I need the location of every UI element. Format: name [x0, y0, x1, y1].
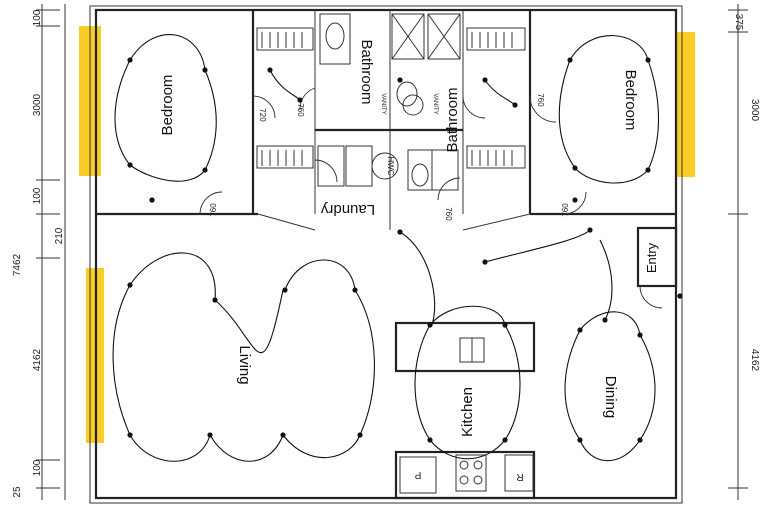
dim-100-mid: 100	[32, 187, 43, 204]
room-label-living: Living	[236, 345, 253, 384]
door-swings	[199, 87, 663, 309]
pantry-label: P	[414, 469, 421, 480]
dim-375: 375	[733, 14, 744, 31]
dim-25: 25	[12, 486, 23, 498]
dim-7462: 7462	[12, 253, 23, 276]
dim-4162-left: 4162	[32, 348, 43, 371]
door-width-label: 760	[296, 103, 305, 117]
dim-100-bottom: 100	[32, 459, 43, 476]
room-label-bathroom-right: Bathroom	[444, 87, 461, 152]
room-label-dining: Dining	[602, 376, 619, 419]
room-label-bedroom-right: Bedroom	[622, 70, 639, 131]
dimension-line-left	[36, 4, 66, 500]
room-label-kitchen: Kitchen	[459, 387, 476, 437]
dim-4162-right: 4162	[749, 349, 760, 372]
dim-100-top: 100	[32, 9, 43, 26]
bathroom-fixtures	[317, 13, 461, 191]
fridge-label: R	[516, 471, 523, 482]
hwc-label: HWC	[386, 156, 395, 175]
kitchen-island	[394, 321, 536, 500]
window-highlight-right-top	[675, 32, 695, 177]
light-points	[127, 57, 683, 443]
door-width-label: 720	[258, 108, 267, 122]
door-width-label: 760	[209, 203, 218, 217]
dim-210: 210	[54, 227, 65, 244]
dim-3000-right: 3000	[749, 99, 760, 122]
room-label-laundry: Laundry	[320, 201, 375, 218]
room-label-bedroom-left: Bedroom	[159, 75, 176, 136]
entry-closet	[636, 226, 678, 288]
vanity-label: VANITY	[380, 93, 386, 114]
dimension-line-right	[728, 4, 748, 500]
wardrobe-right	[466, 27, 526, 169]
vanity-label: VANITY	[432, 93, 438, 114]
outer-walls	[89, 5, 683, 504]
wardrobe-left	[256, 27, 314, 169]
dim-3000-left: 3000	[32, 93, 43, 116]
room-label-bathroom-left: Bathroom	[358, 39, 375, 104]
door-width-label: 760	[561, 203, 570, 217]
room-label-entry: Entry	[644, 242, 659, 273]
door-width-label: 760	[444, 207, 453, 221]
door-width-label: 760	[536, 93, 545, 107]
lighting-circuits	[112, 34, 659, 462]
